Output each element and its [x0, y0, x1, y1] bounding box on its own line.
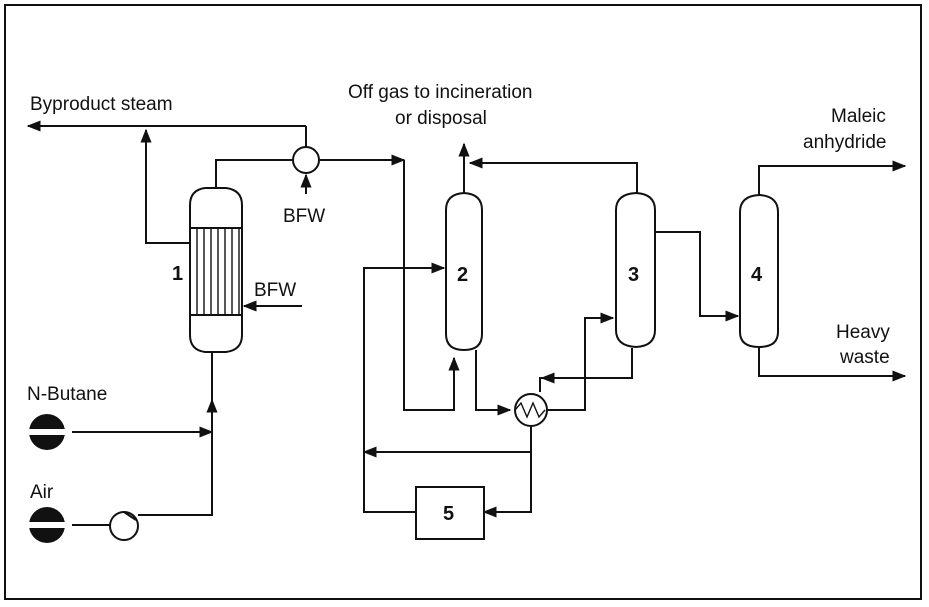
start-icon	[29, 507, 65, 543]
column-2-label: 2	[457, 264, 468, 286]
air-blower	[109, 511, 139, 541]
maleic-label-2: anhydride	[803, 132, 886, 153]
heavy-waste-line	[758, 347, 907, 382]
bfw-top-label: BFW	[283, 206, 325, 227]
column-3	[615, 191, 656, 349]
steam-exchanger	[292, 146, 320, 174]
air-label: Air	[30, 482, 54, 503]
unit-5-label: 5	[443, 503, 454, 525]
off-gas-label-1: Off gas to incineration	[348, 82, 532, 103]
bfw-side-label: BFW	[254, 280, 296, 301]
column-4	[739, 193, 779, 349]
column-2	[445, 191, 483, 352]
start-icon	[29, 414, 65, 450]
maleic-label-1: Maleic	[831, 106, 886, 127]
reactor-1	[189, 187, 243, 353]
heavy-label-1: Heavy	[836, 322, 890, 343]
maleic-line	[758, 160, 907, 195]
heavy-label-2: waste	[839, 347, 890, 368]
byproduct-steam-label: Byproduct steam	[30, 94, 173, 115]
off-gas-label-2: or disposal	[395, 108, 487, 129]
interchanger	[514, 393, 548, 427]
column-3-label: 3	[628, 264, 639, 286]
column-4-label: 4	[751, 264, 763, 286]
n-butane-label: N-Butane	[27, 384, 107, 405]
outer-frame	[4, 4, 922, 600]
unit-5	[415, 486, 485, 540]
reactor-1-label: 1	[172, 263, 183, 285]
